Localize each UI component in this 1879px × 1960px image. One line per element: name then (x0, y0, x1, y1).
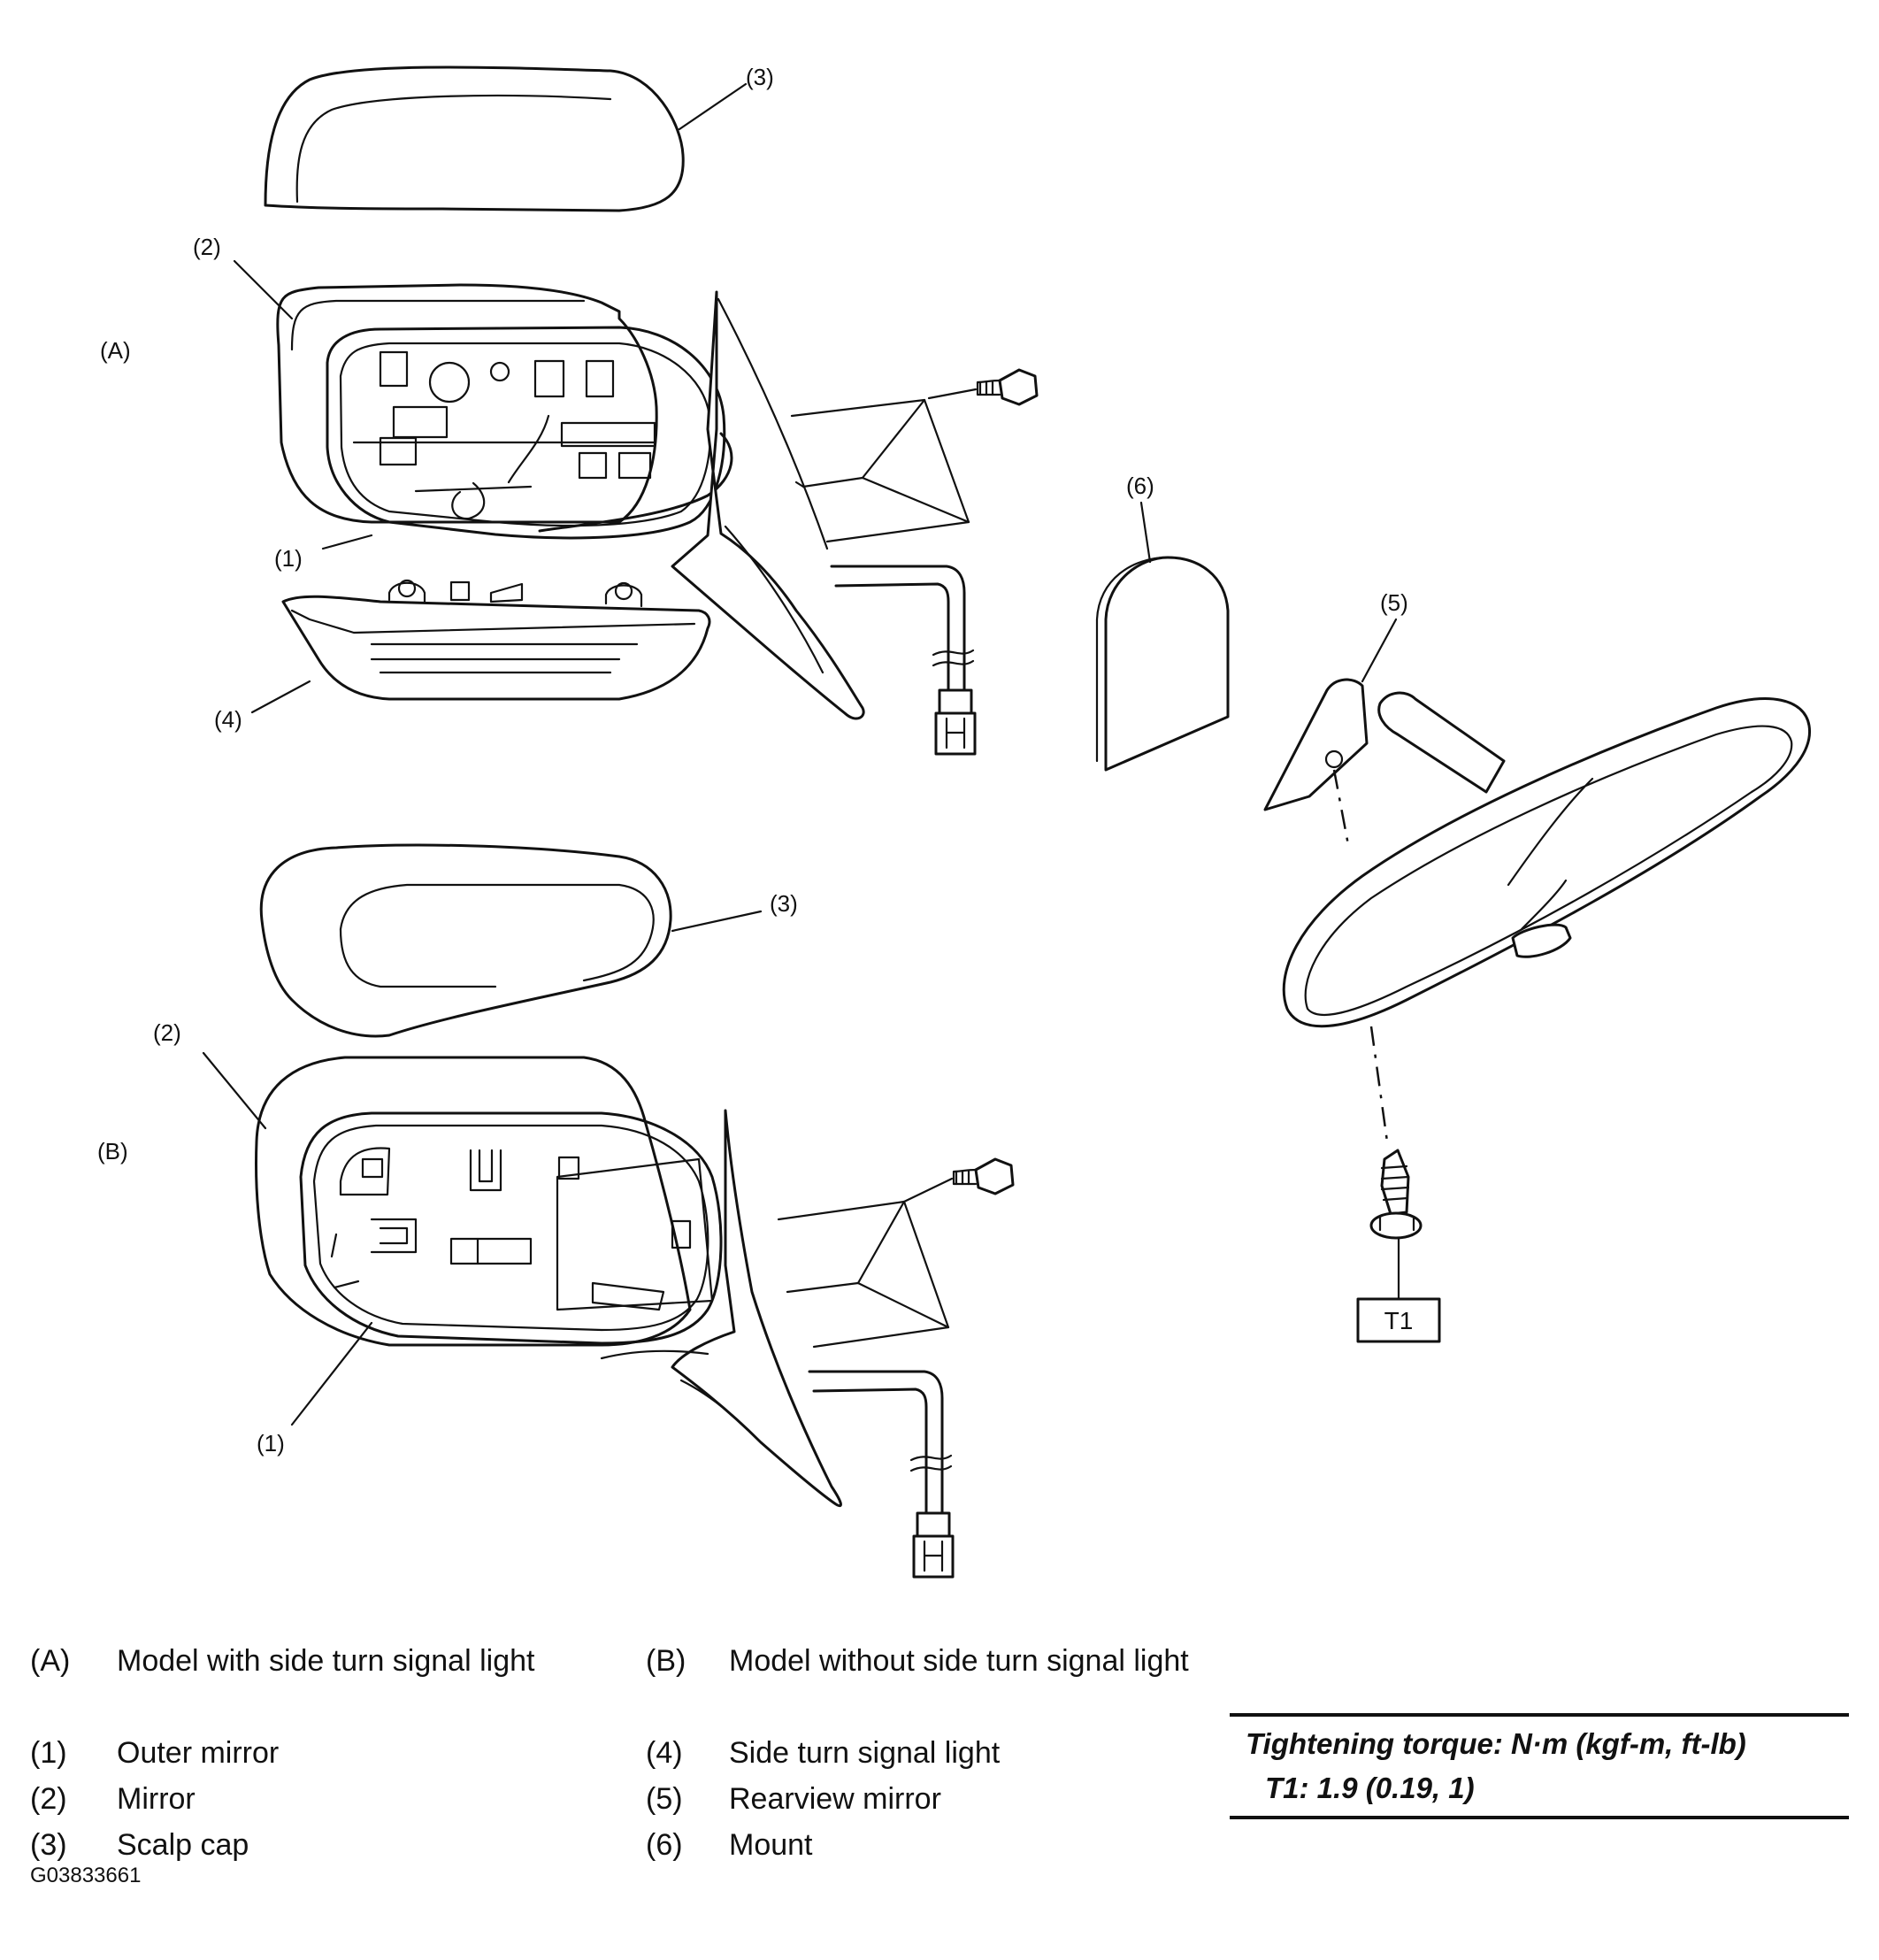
callout-variant-a: (A) (100, 337, 131, 364)
torque-tag-label: T1 (1384, 1307, 1414, 1334)
screw-b (902, 1157, 1015, 1203)
rearview-screw-axis-lower (1369, 1026, 1389, 1142)
scalp-cap-b (259, 843, 672, 1038)
outer-mirror-a (276, 283, 733, 540)
mirror-glass-b (777, 1200, 950, 1349)
callout-scalp-cap-b: (3) (770, 890, 798, 917)
mirror-base-a (671, 290, 865, 720)
leader-lines (202, 82, 1398, 1426)
callout-outer-mirror-b: (1) (257, 1430, 285, 1457)
legend-variant-b-code: (B) (646, 1644, 686, 1678)
torque-value: T1: 1.9 (0.19, 1) (1265, 1772, 1475, 1804)
rearview-screw (1369, 1149, 1423, 1240)
legend-part-1-code: (1) (30, 1736, 67, 1770)
figure-id: G03833661 (30, 1864, 142, 1887)
screw-a (927, 368, 1039, 406)
callout-outer-mirror-a: (1) (274, 545, 303, 572)
legend-variant-a-code: (A) (30, 1644, 71, 1678)
legend-part-6-text: Mount (729, 1828, 813, 1862)
legend-part-2-text: Mirror (117, 1782, 196, 1816)
legend-part-5-text: Rearview mirror (729, 1782, 941, 1816)
mirror-base-b (600, 1109, 842, 1508)
scalp-cap-a (264, 65, 685, 212)
mirror-glass-a (790, 398, 970, 543)
legend-part-1-text: Outer mirror (117, 1736, 280, 1770)
torque-spec-box: Tightening torque: N·m (kgf-m, ft-lb) T1… (1230, 1713, 1849, 1819)
callout-scalp-cap-a: (3) (746, 64, 774, 90)
callout-side-turn-signal-light: (4) (214, 706, 242, 733)
legend-part-5-code: (5) (646, 1782, 683, 1816)
legend-part-6-code: (6) (646, 1828, 683, 1862)
rearview-screw-axis (1332, 769, 1351, 850)
rearview-mirror (1263, 678, 1812, 1028)
callout-variant-b: (B) (97, 1138, 128, 1164)
torque-title: Tightening torque: N·m (kgf-m, ft-lb) (1246, 1727, 1746, 1760)
side-turn-signal-light (281, 579, 711, 701)
legend-part-2-code: (2) (30, 1782, 67, 1816)
legend-part-4-code: (4) (646, 1736, 683, 1770)
legend-part-3-text: Scalp cap (117, 1828, 249, 1862)
callout-rearview-mirror: (5) (1380, 589, 1408, 616)
legend-variant-a-text: Model with side turn signal light (117, 1644, 535, 1678)
torque-tag-box: T1 (1356, 1237, 1441, 1343)
legend-part-3-code: (3) (30, 1828, 67, 1862)
harness-b (808, 1370, 955, 1579)
harness-a (830, 565, 977, 756)
callout-mount: (6) (1126, 473, 1154, 499)
callout-mirror-b: (2) (153, 1019, 181, 1046)
legend-part-4-text: Side turn signal light (729, 1736, 1001, 1770)
outer-mirror-b (255, 1056, 723, 1347)
mount (1095, 556, 1230, 772)
legend-variant-b-text: Model without side turn signal light (729, 1644, 1189, 1678)
callout-mirror-a: (2) (193, 234, 221, 260)
